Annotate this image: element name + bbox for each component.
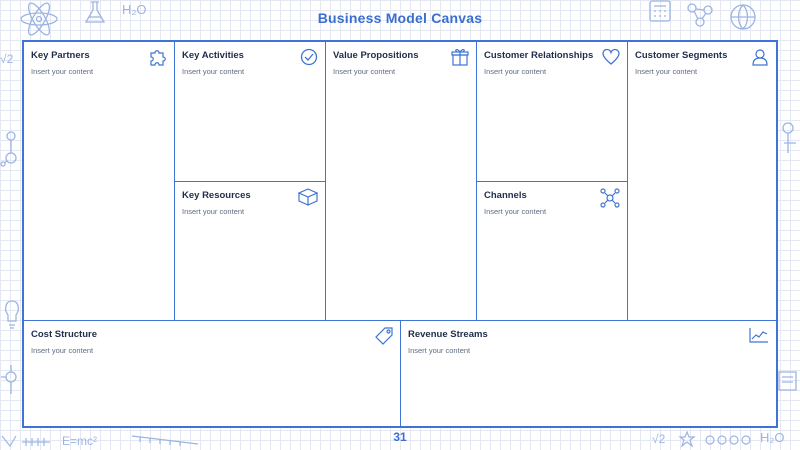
book-doodle-icon (776, 368, 800, 394)
chain-doodle-icon (704, 432, 754, 448)
cell-content[interactable]: Insert your content (333, 67, 396, 76)
cell-heading: Cost Structure (31, 329, 97, 340)
formula-h2o-right: H₂O (760, 430, 785, 445)
calculator-doodle-icon (648, 0, 672, 22)
cell-content[interactable]: Insert your content (182, 67, 245, 76)
cell-cost-structure[interactable]: Cost Structure Insert your content (23, 320, 401, 427)
network-icon (599, 187, 621, 214)
molecule-left-bottom-icon (0, 362, 22, 398)
ruler-bottom-icon (130, 432, 200, 448)
gift-icon (450, 47, 470, 72)
cell-heading: Revenue Streams (408, 329, 488, 340)
cell-content[interactable]: Insert your content (635, 67, 698, 76)
cell-channels[interactable]: Channels Insert your content (476, 181, 628, 321)
cell-content[interactable]: Insert your content (484, 67, 547, 76)
cell-heading: Key Resources (182, 190, 251, 201)
lightbulb-doodle-icon (2, 298, 22, 332)
puzzle-icon (148, 47, 168, 72)
flask-doodle-icon (82, 0, 108, 26)
heart-icon (601, 47, 621, 72)
cell-content[interactable]: Insert your content (484, 207, 547, 216)
cell-heading: Customer Segments (635, 50, 728, 61)
business-model-canvas: Key Partners Insert your content Key Act… (22, 40, 778, 428)
cell-content[interactable]: Insert your content (31, 346, 94, 355)
cell-revenue-streams[interactable]: Revenue Streams Insert your content (400, 320, 777, 427)
cell-value-propositions[interactable]: Value Propositions Insert your content (325, 41, 477, 321)
formula-v2-left: √2 (0, 52, 14, 66)
cell-customer-relationships[interactable]: Customer Relationships Insert your conte… (476, 41, 628, 182)
formula-v2-bottom: √2 (652, 432, 666, 446)
tag-icon (374, 326, 394, 351)
cell-content[interactable]: Insert your content (31, 67, 94, 76)
user-icon (750, 47, 770, 72)
globe-doodle-icon (728, 2, 758, 32)
cell-heading: Value Propositions (333, 50, 419, 61)
check-circle-icon (299, 47, 319, 72)
cell-customer-segments[interactable]: Customer Segments Insert your content (627, 41, 777, 321)
molecule-right-icon (776, 118, 800, 158)
star-doodle-icon (678, 430, 696, 448)
page-number: 31 (393, 430, 407, 444)
formula-emc2: E=mc² (62, 434, 98, 448)
molecule-top-right-icon (684, 0, 716, 28)
cell-heading: Key Partners (31, 50, 90, 61)
cell-key-resources[interactable]: Key Resources Insert your content (174, 181, 326, 321)
cell-heading: Key Activities (182, 50, 244, 61)
cell-content[interactable]: Insert your content (408, 346, 471, 355)
cell-key-partners[interactable]: Key Partners Insert your content (23, 41, 175, 321)
line-chart-icon (748, 326, 770, 349)
box-icon (297, 187, 319, 212)
cell-key-activities[interactable]: Key Activities Insert your content (174, 41, 326, 182)
ruler-doodle-icon (0, 432, 56, 450)
cell-heading: Channels (484, 190, 527, 201)
cell-heading: Customer Relationships (484, 50, 594, 61)
cell-content[interactable]: Insert your content (182, 207, 245, 216)
formula-h2o-top: H₂O (122, 2, 147, 17)
atom-doodle-icon (18, 2, 60, 36)
molecule-doodle-icon (0, 128, 22, 168)
slide-title: Business Model Canvas (317, 10, 483, 26)
